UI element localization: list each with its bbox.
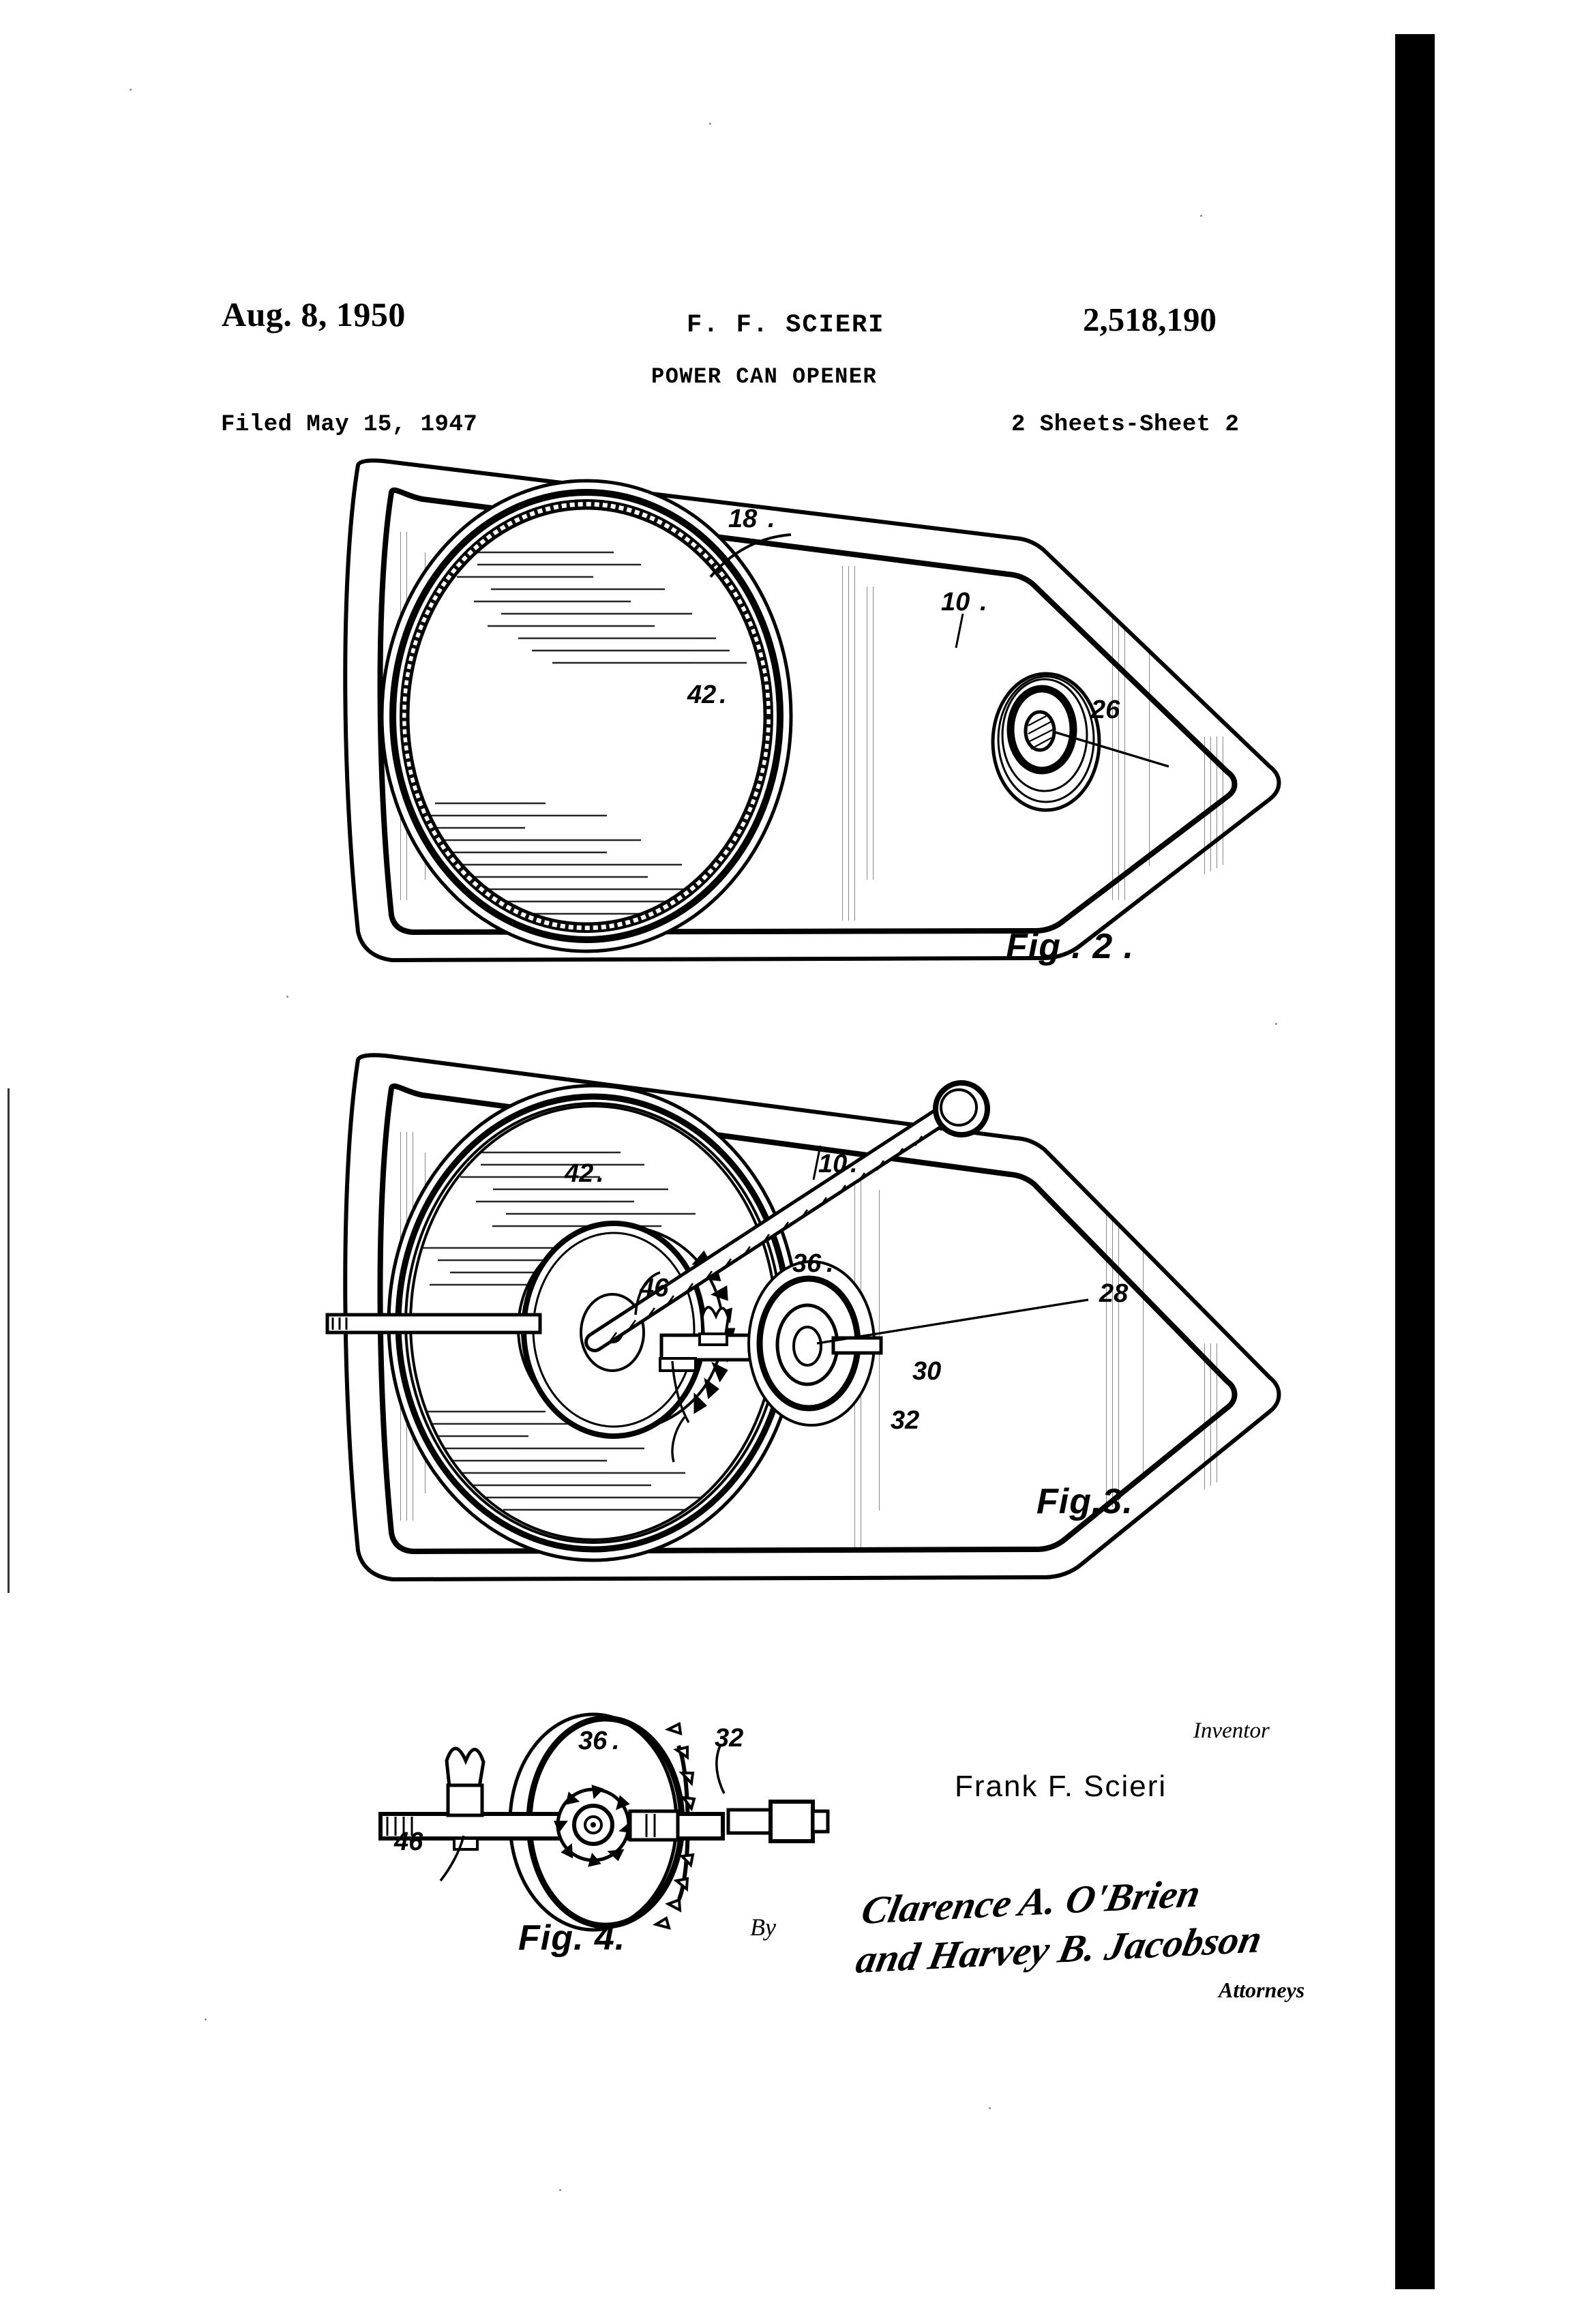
sheet-header: Aug. 8, 1950 F. F. SCIERI 2,518,190 POWE…: [0, 0, 1395, 464]
leader-line-46: [634, 1271, 661, 1315]
ref-42-fig3-period: .: [597, 1159, 604, 1188]
leader-line-30: [671, 1360, 690, 1423]
lid-face-edge: [406, 506, 767, 926]
filing-date: Filed May 15, 1947: [221, 412, 478, 438]
crank-handle-rod: [584, 1080, 990, 1352]
ref-numeral-42-fig3: 42: [565, 1159, 594, 1188]
figure-3-caption: Fig.3.: [1036, 1482, 1133, 1521]
scan-speck: [559, 2189, 561, 2191]
issue-date: Aug. 8, 1950: [222, 295, 406, 333]
ref-36-fig4-period: .: [612, 1727, 620, 1755]
wing-screw: [445, 1746, 486, 1851]
boss-outer-ring-2: [997, 675, 1095, 803]
ref-numeral-18-period: .: [768, 505, 775, 533]
spindle-collar: [628, 1809, 680, 1842]
ref-numeral-10-period: .: [980, 588, 987, 616]
scan-speck: [205, 2018, 207, 2021]
crank-knob-inner: [940, 1088, 978, 1127]
ref-numeral-26: 26: [1091, 696, 1120, 724]
motor-housing-28: [747, 1260, 883, 1427]
signature-block: Inventor Frank F. Scieri By Clarence A. …: [750, 1705, 1330, 2002]
figure-2-svg: [343, 458, 1281, 962]
sheet-count: 2 Sheets-Sheet 2: [1011, 412, 1240, 438]
ref-numeral-18: 18: [728, 505, 758, 533]
leader-line-26: [1055, 731, 1169, 768]
ratchet-teeth-32: [652, 1721, 696, 1930]
ref-numeral-42: 42: [687, 681, 717, 709]
figure-3-drawing: Fig.3.: [320, 1043, 1289, 1603]
pinion-gear: [554, 1785, 633, 1867]
ref-numeral-36-fig3: 36: [792, 1249, 822, 1278]
figure-2-drawing: Fig . 2 .: [320, 450, 1289, 982]
ref-numeral-10-fig3: 10: [818, 1150, 848, 1178]
leader-line-10: [812, 1145, 822, 1180]
scan-margin-line-artifact: [8, 1088, 10, 1593]
patent-number: 2,518,190: [1083, 301, 1217, 338]
leader-line-46-fig4: [439, 1835, 465, 1882]
scan-speck: [1275, 1023, 1277, 1025]
scan-speck: [286, 996, 288, 998]
scan-speck: [989, 2107, 991, 2109]
boss-outer-ring-3: [1001, 678, 1088, 792]
pawl-linkage-30: [659, 1306, 764, 1372]
inventor-initials: F. F. SCIERI: [687, 311, 885, 340]
lid-face-shading: [416, 551, 757, 915]
ref-36-fig3-period: .: [826, 1249, 834, 1278]
ref-numeral-36-fig4: 36: [578, 1727, 608, 1755]
leader-line-18: [709, 533, 792, 578]
figure-4-caption: Fig. 4.: [518, 1918, 626, 1958]
wing-nut: [700, 1306, 730, 1337]
attorneys-label: Attorneys: [1219, 1978, 1305, 2002]
ref-numeral-10: 10: [941, 588, 970, 616]
ref-10-fig3-period: .: [850, 1150, 858, 1178]
right-spindle: [726, 1800, 830, 1843]
scan-speck: [709, 123, 711, 125]
ref-numeral-30-fig3: 30: [912, 1357, 942, 1386]
housing-inner-outline: [377, 487, 1238, 935]
scan-speck: [130, 89, 132, 91]
ref-numeral-32-fig4: 32: [715, 1724, 744, 1753]
by-label: By: [750, 1913, 776, 1941]
housing-inner-outline: [377, 1083, 1238, 1554]
ref-numeral-32-fig3: 32: [891, 1406, 920, 1435]
ref-numeral-46-fig4: 46: [394, 1828, 423, 1856]
figure-4-svg: [378, 1712, 830, 1932]
scan-edge-artifact: [1395, 34, 1435, 2289]
shaft-bore-hatch: [1028, 714, 1054, 749]
scan-speck: [1200, 215, 1202, 217]
leader-line-28: [816, 1298, 1089, 1345]
leader-line-10: [955, 613, 964, 649]
feed-arm-46: [325, 1313, 542, 1335]
ref-numeral-42-period: .: [719, 681, 727, 709]
figure-2-caption: Fig . 2 .: [1006, 927, 1135, 966]
ref-numeral-46-fig3: 46: [640, 1274, 669, 1302]
lid-knurl-band: [401, 501, 772, 931]
patent-title: POWER CAN OPENER: [651, 364, 878, 389]
leader-line-32-fig4: [715, 1745, 726, 1794]
inventor-label: Inventor: [1193, 1718, 1270, 1743]
ref-numeral-28-fig3: 28: [1099, 1279, 1129, 1308]
figure-3-svg: [325, 1053, 1281, 1581]
inventor-name: Frank F. Scieri: [955, 1770, 1167, 1803]
leader-line-32: [671, 1416, 686, 1463]
figure-4-drawing: Fig. 4.: [368, 1664, 873, 2005]
